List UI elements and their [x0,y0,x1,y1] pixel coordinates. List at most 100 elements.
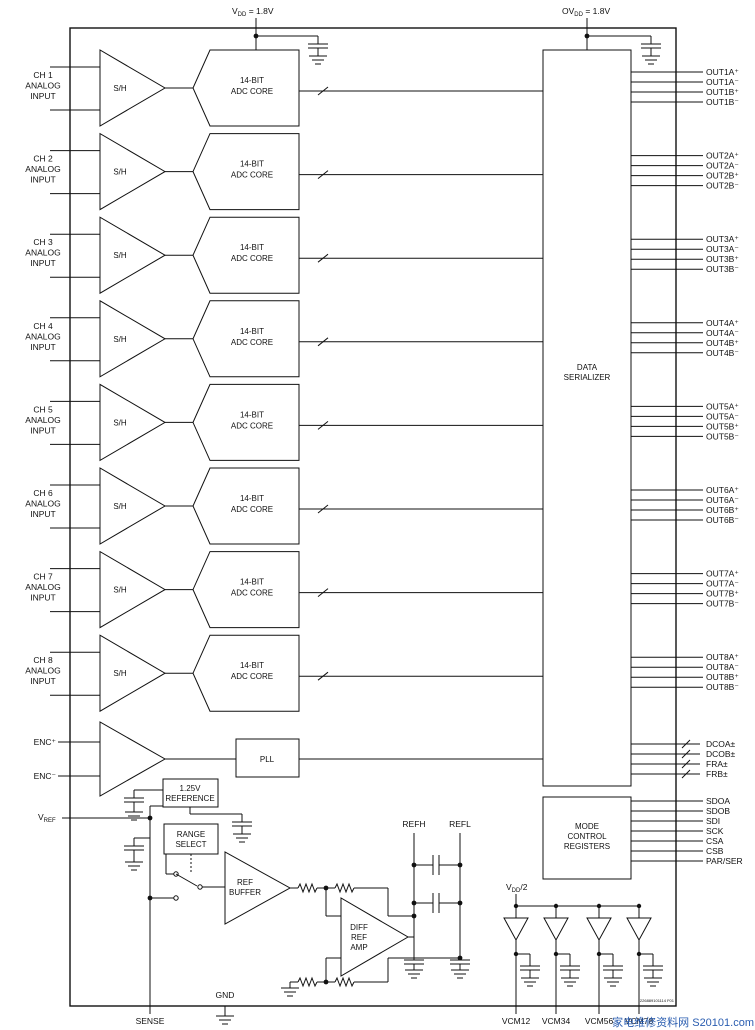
output-pin-label: OUT8A⁺ [706,652,739,662]
output-pin-label: OUT3B⁺ [706,254,739,264]
vcm-pin-label: VCM56 [585,1016,614,1026]
output-pin-label: OUT7B⁺ [706,589,739,599]
channel-input-label: INPUT [30,342,56,352]
sample-hold-label: S/H [113,669,127,678]
svg-text:PLL: PLL [260,755,275,764]
output-pin-label: OUT4A⁻ [706,328,739,338]
pll-block [235,738,300,778]
adc-core [192,551,300,629]
adc-core-label: ADC CORE [231,171,273,180]
svg-text:CONTROL: CONTROL [567,832,607,841]
reference-section: VREF 1.25V REFERENCE RANGE SELECT [38,778,471,1014]
adc-core-label: ADC CORE [231,338,273,347]
adc-core [192,467,300,545]
ovdd-label: OVDD = 1.8V [562,6,610,18]
adc-core-label: ADC CORE [231,589,273,598]
channel-input-label: INPUT [30,175,56,185]
output-pin-label: OUT3B⁻ [706,264,739,274]
channel-input-label: INPUT [30,509,56,519]
adc-core-label: 14-BIT [240,494,264,503]
vcm-pin-label: VCM78 [625,1016,654,1026]
dcob-label: DCOB± [706,749,736,759]
output-pin-label: OUT8A⁻ [706,662,739,672]
channel-input-label: ANALOG [25,331,60,341]
channel-input-label: CH 8 [33,655,53,665]
chip-outline [69,27,677,1007]
svg-text:DATA: DATA [577,363,598,372]
output-pin-label: OUT6A⁺ [706,485,739,495]
channel-input-label: ANALOG [25,81,60,91]
vcm-buffer-2: VCM34 [542,903,580,1026]
vcm-pin-label: VCM12 [502,1016,531,1026]
sample-hold-label: S/H [113,502,127,511]
output-pin-label: OUT3A⁺ [706,234,739,244]
svg-text:REF: REF [237,878,253,887]
channel-input-label: INPUT [30,676,56,686]
sense-label: SENSE [136,1016,165,1026]
adc-core-label: ADC CORE [231,421,273,430]
fra-label: FRA± [706,759,728,769]
sample-hold-amp [99,49,166,127]
output-pin-label: OUT2B⁻ [706,181,739,191]
control-pin-label: SDOA [706,796,730,806]
figure-code: 226889101114 F01 [640,998,675,1003]
control-pin-label: SDI [706,816,720,826]
output-pin-label: OUT4A⁺ [706,318,739,328]
output-pin-label: OUT4B⁺ [706,338,739,348]
gnd-label: GND [216,990,235,1000]
channel-input-label: ANALOG [25,164,60,174]
channel-input-label: CH 5 [33,404,53,414]
svg-text:SERIALIZER: SERIALIZER [564,373,611,382]
sample-hold-label: S/H [113,335,127,344]
watermark: 家电维修资料网 S20101.com [612,1015,754,1029]
svg-text:BUFFER: BUFFER [229,888,261,897]
svg-text:RANGE: RANGE [177,830,205,839]
adc-core-label: 14-BIT [240,410,264,419]
output-pin-label: OUT1B⁺ [706,87,739,97]
adc-core [192,216,300,294]
output-pin-label: OUT8B⁺ [706,672,739,682]
channel-input-label: CH 3 [33,237,53,247]
channel-input-label: CH 1 [33,70,53,80]
diff-ref-amp [340,897,409,977]
sample-hold-label: S/H [113,418,127,427]
refl-label: REFL [449,819,471,829]
adc-core-label: 14-BIT [240,160,264,169]
vcm-pin-label: VCM34 [542,1016,571,1026]
channel-input-label: INPUT [30,425,56,435]
adc-core-label: 14-BIT [240,578,264,587]
svg-text:AMP: AMP [350,943,367,952]
adc-core-label: 14-BIT [240,243,264,252]
svg-text:REF: REF [351,933,367,942]
output-pin-label: OUT7A⁺ [706,569,739,579]
adc-core-label: 14-BIT [240,327,264,336]
output-pin-label: OUT7B⁻ [706,599,739,609]
refh-label: REFH [402,819,425,829]
adc-core [192,383,300,461]
channel-input-label: INPUT [30,258,56,268]
svg-text:MODE: MODE [575,822,599,831]
adc-core-label: ADC CORE [231,672,273,681]
channel-input-label: CH 2 [33,154,53,164]
svg-text:1.25V: 1.25V [180,784,202,793]
ref-buffer [224,851,292,925]
output-pin-label: OUT1B⁻ [706,97,739,107]
output-pin-label: OUT2A⁺ [706,151,739,161]
clock-outputs: DCOA± DCOB± FRA± FRB± [631,739,736,779]
output-pin-label: OUT1A⁺ [706,67,739,77]
output-pin-label: OUT5B⁺ [706,421,739,431]
output-pin-label: OUT6B⁻ [706,515,739,525]
dcoa-label: DCOA± [706,739,736,749]
control-pin-label: CSB [706,846,724,856]
output-pin-label: OUT3A⁻ [706,244,739,254]
output-pin-label: OUT2B⁺ [706,171,739,181]
vref-label: VREF [38,812,56,824]
sample-hold-amp [99,132,166,211]
adc-core-label: 14-BIT [240,76,264,85]
